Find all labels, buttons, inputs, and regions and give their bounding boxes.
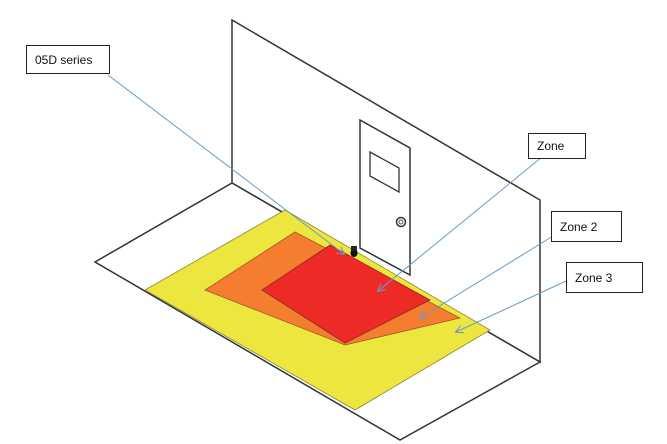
sensor-label: 05D series xyxy=(26,45,110,74)
zone-3-label: Zone 3 xyxy=(566,262,643,293)
leader-zone1 xyxy=(378,156,543,291)
zone-2-label: Zone 2 xyxy=(551,211,622,242)
leader-sensor xyxy=(107,74,344,254)
zone-1-label: Zone xyxy=(528,133,586,159)
zone-1-area xyxy=(261,244,431,344)
door xyxy=(359,118,411,277)
door-window xyxy=(369,150,400,194)
leader-zone3 xyxy=(456,280,567,332)
sensor-icon xyxy=(350,246,358,257)
leader-zone2 xyxy=(420,235,554,318)
